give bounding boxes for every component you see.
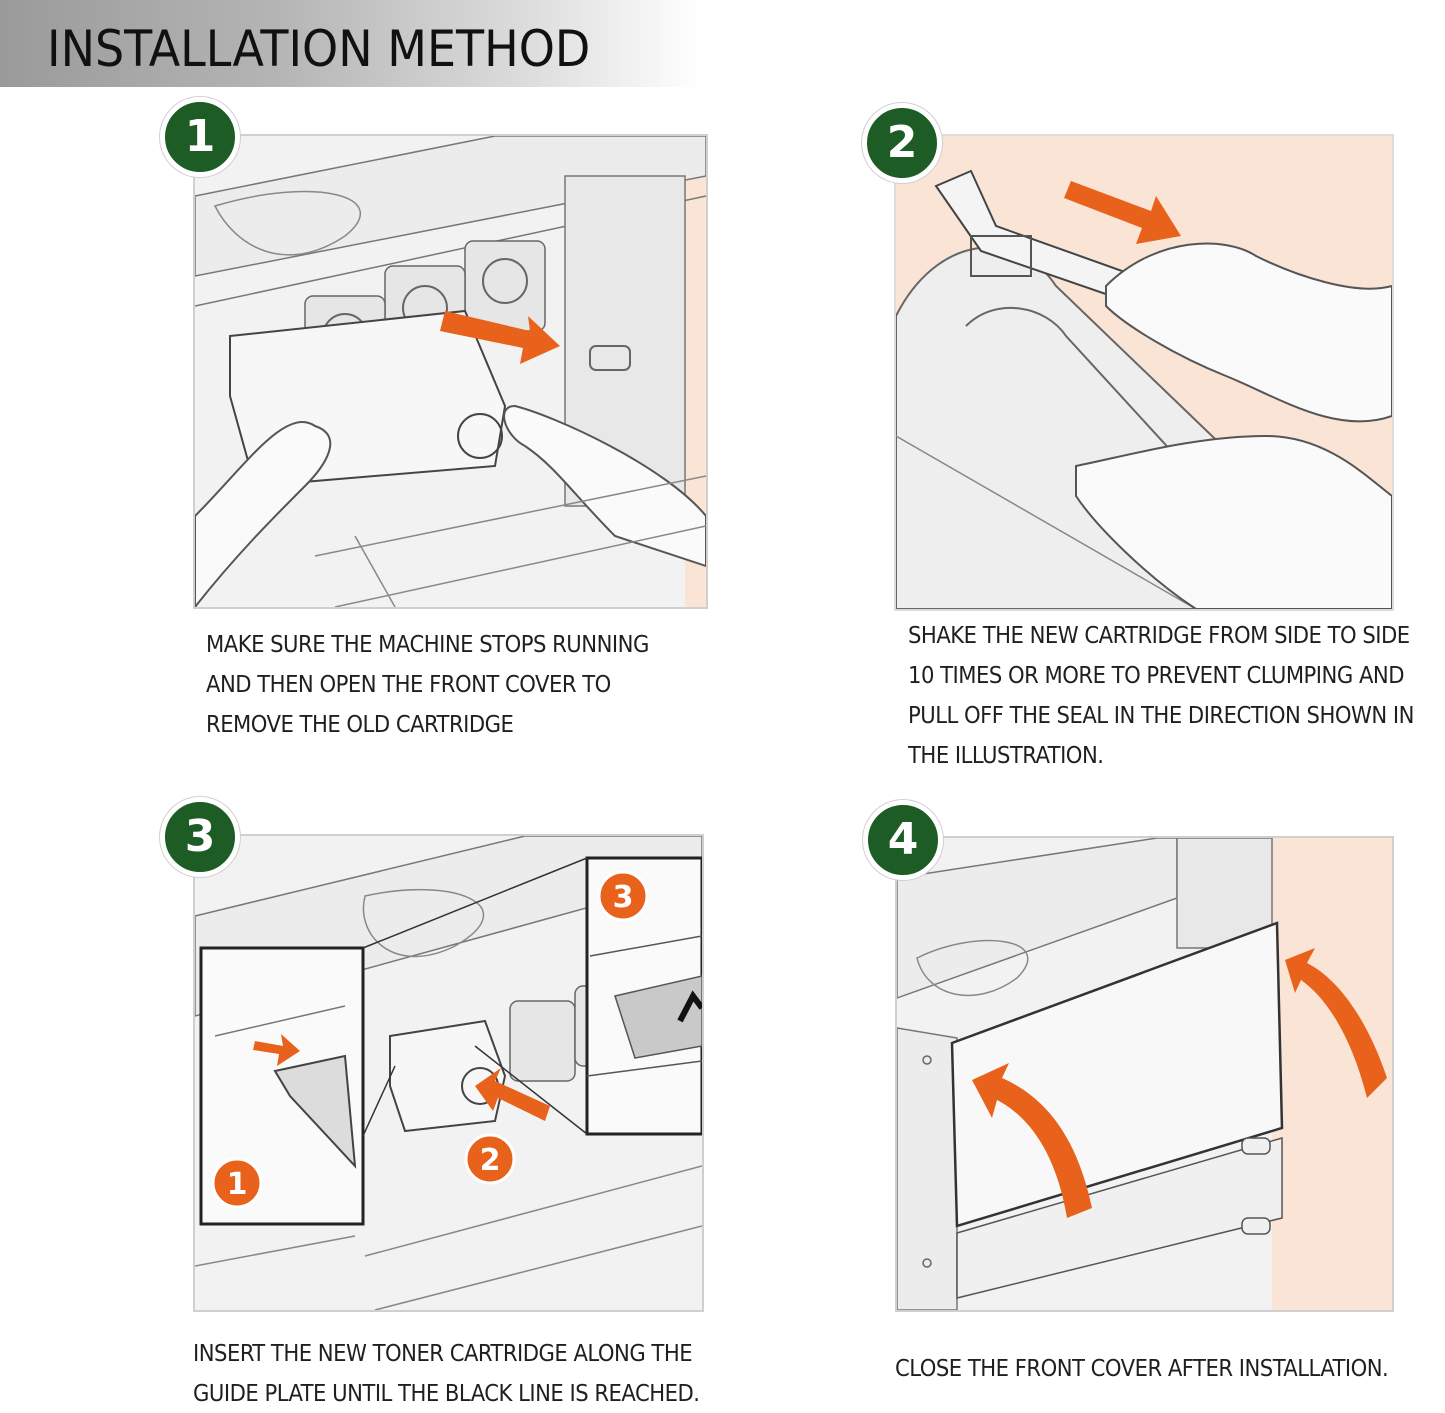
step-2-line-2: 10 TIMES OR MORE TO PREVENT CLUMPING AND <box>908 661 1405 689</box>
step-3-marker-2: 2 <box>480 1143 501 1178</box>
step-1-line-1: MAKE SURE THE MACHINE STOPS RUNNING <box>206 630 649 658</box>
step-1-illustration <box>193 134 708 609</box>
step-2-badge: 2 <box>862 103 942 183</box>
step-3-badge: 3 <box>160 797 240 877</box>
title-bar <box>0 0 700 87</box>
step-1-badge: 1 <box>160 97 240 177</box>
step-3-line-2: GUIDE PLATE UNTIL THE BLACK LINE IS REAC… <box>193 1379 700 1407</box>
step-1-instructions: MAKE SURE THE MACHINE STOPS RUNNING AND … <box>206 624 649 744</box>
step-2-illustration <box>894 134 1394 611</box>
step-3-instructions: INSERT THE NEW TONER CARTRIDGE ALONG THE… <box>193 1333 700 1413</box>
step-2-line-4: THE ILLUSTRATION. <box>908 741 1104 769</box>
step-2-line-1: SHAKE THE NEW CARTRIDGE FROM SIDE TO SID… <box>908 621 1410 649</box>
step-2-line-3: PULL OFF THE SEAL IN THE DIRECTION SHOWN… <box>908 701 1414 729</box>
step-4-illustration <box>895 836 1394 1312</box>
step-3-marker-3: 3 <box>613 880 634 915</box>
step-2-instructions: SHAKE THE NEW CARTRIDGE FROM SIDE TO SID… <box>908 615 1414 775</box>
page-title: INSTALLATION METHOD <box>47 20 591 78</box>
step-3-illustration: 1 2 3 <box>193 834 704 1312</box>
step-4-badge: 4 <box>863 800 943 880</box>
step-1-line-2: AND THEN OPEN THE FRONT COVER TO <box>206 670 611 698</box>
step-4-instructions: CLOSE THE FRONT COVER AFTER INSTALLATION… <box>895 1348 1389 1388</box>
step-3-marker-1: 1 <box>227 1167 248 1202</box>
step-4-line-1: CLOSE THE FRONT COVER AFTER INSTALLATION… <box>895 1354 1389 1382</box>
step-3-line-1: INSERT THE NEW TONER CARTRIDGE ALONG THE <box>193 1339 693 1367</box>
step-1-line-3: REMOVE THE OLD CARTRIDGE <box>206 710 514 738</box>
